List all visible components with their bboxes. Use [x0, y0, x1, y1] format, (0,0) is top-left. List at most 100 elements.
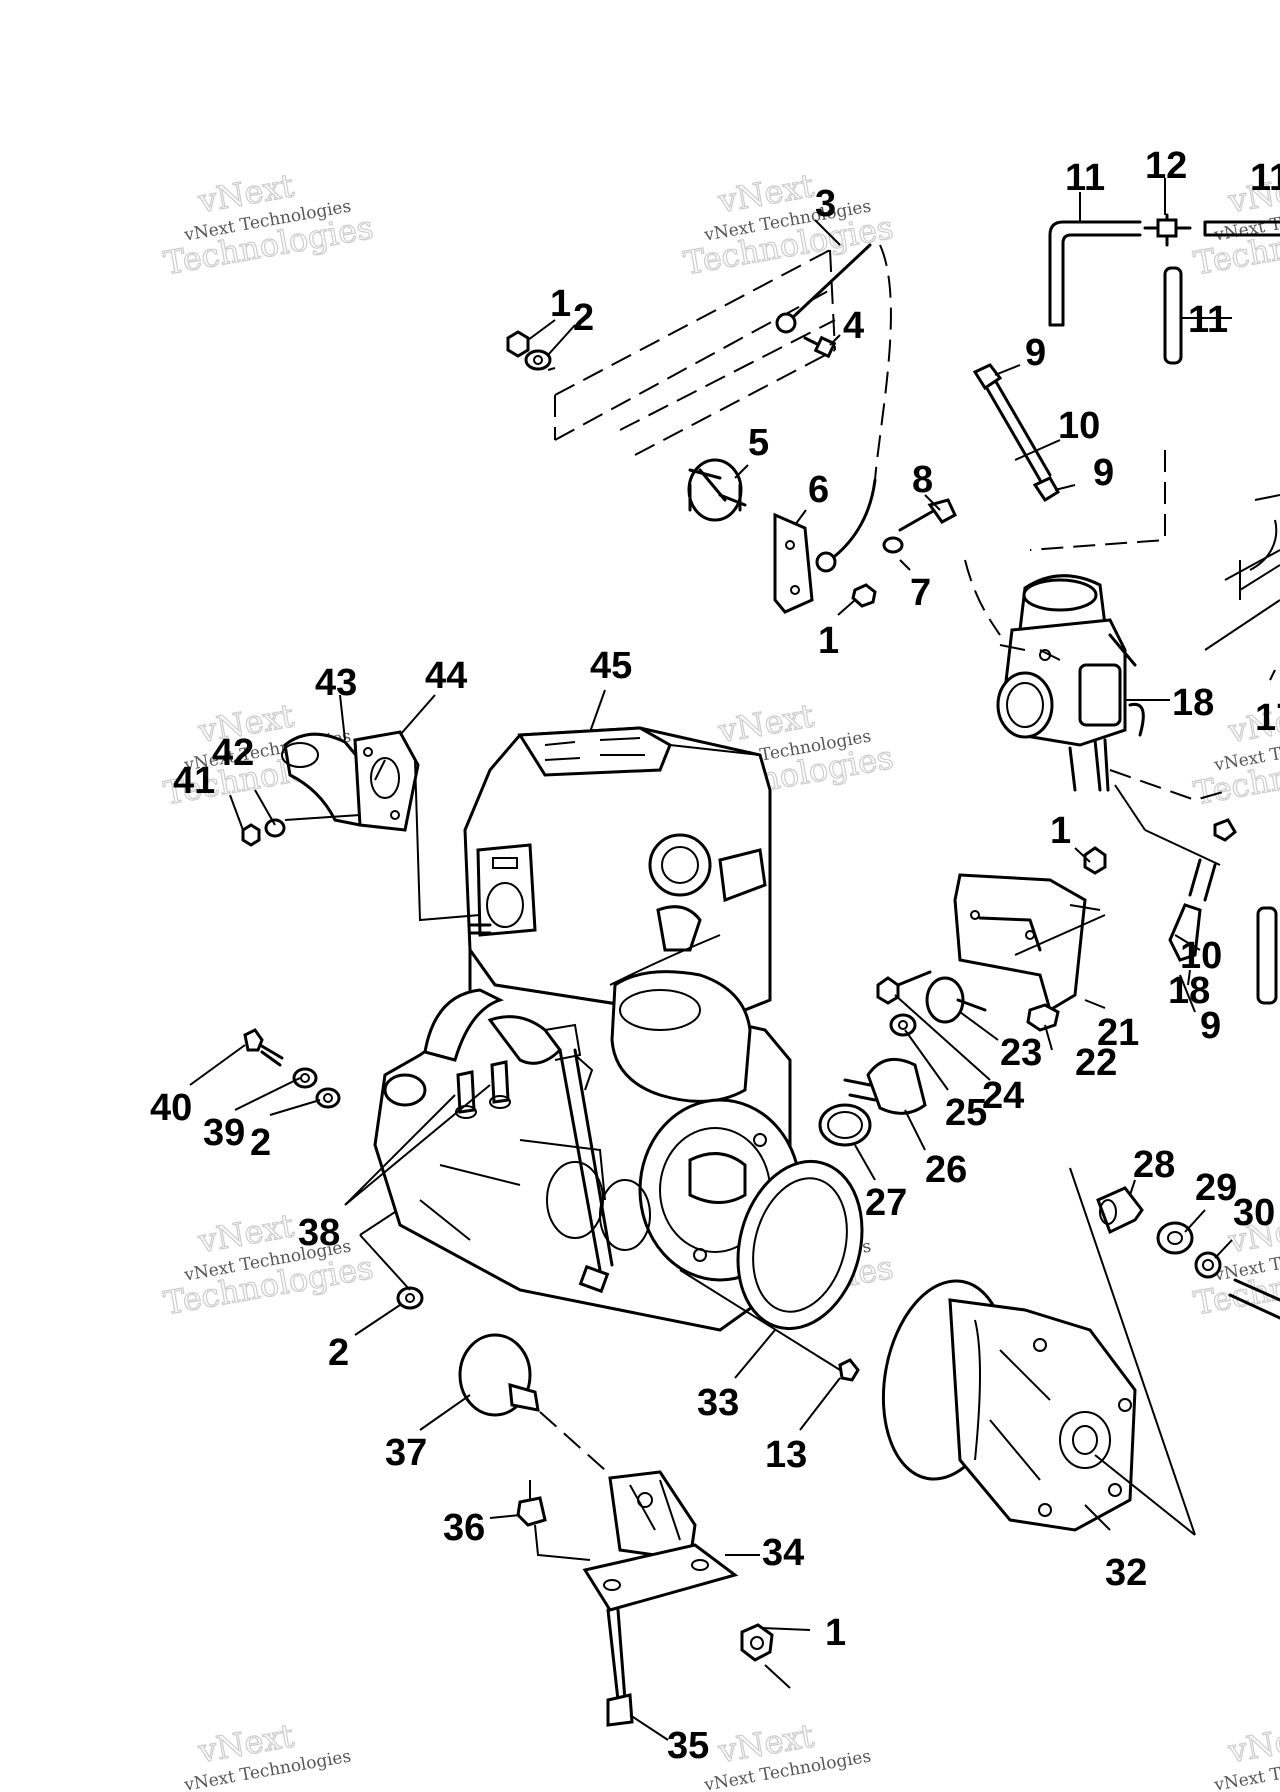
- frame-rail: [554, 244, 892, 481]
- callout-10b: 10: [1180, 935, 1222, 977]
- watermark-1: vNext vNext Technologies Technologies: [160, 166, 376, 283]
- intake-boot-26: [843, 1057, 927, 1115]
- spacer-28: [1096, 1186, 1144, 1235]
- gasket-33: [736, 1159, 864, 1331]
- washer-29: [1156, 1221, 1194, 1255]
- callout-2: 2: [573, 297, 594, 339]
- callout-39: 39: [203, 1112, 245, 1154]
- callout-11c: 11: [1188, 299, 1228, 341]
- callout-42: 42: [212, 732, 254, 774]
- callout-37: 37: [385, 1432, 427, 1474]
- carburetor-18: [964, 559, 1145, 792]
- callout-6: 6: [808, 469, 829, 511]
- bolt-13: [679, 1269, 860, 1382]
- nut-1-bottom: [740, 1623, 791, 1689]
- locknut-22: [1026, 1003, 1060, 1032]
- callout-3: 3: [815, 183, 836, 225]
- callout-12: 12: [1145, 145, 1187, 187]
- callout-26: 26: [925, 1149, 967, 1191]
- callout-9b: 9: [1093, 452, 1114, 494]
- callout-9: 9: [1025, 332, 1046, 374]
- callout-labels: 1 2 3 4 5 6 8 7 1 11 12 11 11 9 10 9 18 …: [150, 145, 1280, 1767]
- callout-43: 43: [315, 662, 357, 704]
- callout-1d: 1: [825, 1612, 846, 1654]
- watermark-2: vNext vNext Technologies Technologies: [680, 166, 896, 283]
- bolt-40: [243, 1028, 284, 1067]
- engine-45: [373, 726, 802, 1332]
- callout-32: 32: [1105, 1552, 1147, 1594]
- bolt-24: [876, 970, 932, 1005]
- nut-36: [516, 1480, 591, 1561]
- callout-44: 44: [425, 655, 467, 697]
- callout-22: 22: [1075, 1042, 1117, 1084]
- callout-9c: 9: [1200, 1005, 1221, 1047]
- callout-45: 45: [590, 645, 632, 687]
- exhaust-stud: [284, 759, 492, 935]
- callout-36: 36: [443, 1507, 485, 1549]
- fuel-line-11-straight: [1163, 266, 1183, 365]
- bracket-21: [953, 846, 1107, 1013]
- nut-41: [241, 823, 261, 847]
- callout-38: 38: [298, 1212, 340, 1254]
- callout-20: 18: [1168, 970, 1210, 1012]
- callout-27: 27: [865, 1182, 907, 1224]
- clutch-bolt: [1228, 1278, 1280, 1320]
- callout-2c: 2: [250, 1122, 271, 1164]
- callout-2b: 2: [328, 1332, 349, 1374]
- callout-40: 40: [150, 1087, 192, 1129]
- callout-4: 4: [843, 305, 864, 347]
- fuel-tee-12: [1143, 213, 1192, 247]
- callout-1c: 1: [1050, 810, 1071, 852]
- rubber-mount-37: [458, 1333, 606, 1471]
- leader-lines: [189, 178, 1276, 1741]
- fuel-line-11-right: [1203, 220, 1280, 237]
- callout-33: 33: [697, 1382, 739, 1424]
- callout-5: 5: [748, 422, 769, 464]
- washer-25: [889, 1013, 917, 1037]
- callout-18: 18: [1172, 682, 1214, 724]
- callout-23: 23: [1000, 1032, 1042, 1074]
- callout-10: 10: [1058, 405, 1100, 447]
- callout-35: 35: [667, 1725, 709, 1767]
- callout-7: 7: [910, 572, 931, 614]
- callout-24: 24: [982, 1075, 1024, 1117]
- clutch-32: [881, 1167, 1196, 1536]
- callout-1b: 1: [818, 620, 839, 662]
- bolt-8: [851, 498, 957, 608]
- callout-25: 25: [945, 1092, 987, 1134]
- callout-34: 34: [762, 1532, 804, 1574]
- watermark-10: vNext vNext Technologies: [182, 1716, 353, 1792]
- callout-8: 8: [912, 459, 933, 501]
- watermark-7: vNext vNext Technologies Technologies: [160, 1206, 376, 1323]
- washer-39: [292, 1067, 318, 1089]
- callout-11: 11: [1065, 157, 1105, 199]
- callout-30: 30: [1233, 1192, 1275, 1234]
- callout-17: 17: [1255, 697, 1280, 739]
- engine-mount-bracket-34: [582, 1470, 739, 1612]
- washer-2-left: [315, 1087, 341, 1109]
- watermark-11: vNext vNext Technologies: [702, 1716, 873, 1792]
- callout-11b: 11: [1250, 157, 1280, 199]
- callout-21: 21: [1097, 1012, 1139, 1054]
- bolt-4: [803, 335, 837, 359]
- callout-1: 1: [550, 283, 571, 325]
- fuel-line-elbow-11: [1048, 220, 1142, 327]
- rubber-mount-5: [687, 458, 747, 522]
- ground-cable: [775, 243, 877, 573]
- callout-13: 13: [765, 1434, 807, 1476]
- rubber-mount-23: [925, 976, 987, 1024]
- callout-41: 41: [173, 760, 215, 802]
- exhaust-gasket-44: [353, 730, 420, 832]
- callout-28: 28: [1133, 1144, 1175, 1186]
- bolt-35: [606, 1608, 634, 1727]
- washer-30: [1194, 1251, 1222, 1279]
- hose-clamp-27: [818, 1103, 872, 1147]
- washer-2-lower: [359, 1211, 424, 1310]
- fuel-line-right-edge: [1029, 450, 1280, 651]
- svg-text:vNext: vNext: [1225, 1716, 1280, 1770]
- bracket-6: [773, 512, 814, 614]
- watermark-12: vNext vNext Technologies: [1212, 1716, 1280, 1792]
- callout-29: 29: [1195, 1167, 1237, 1209]
- washer-42: [264, 818, 286, 838]
